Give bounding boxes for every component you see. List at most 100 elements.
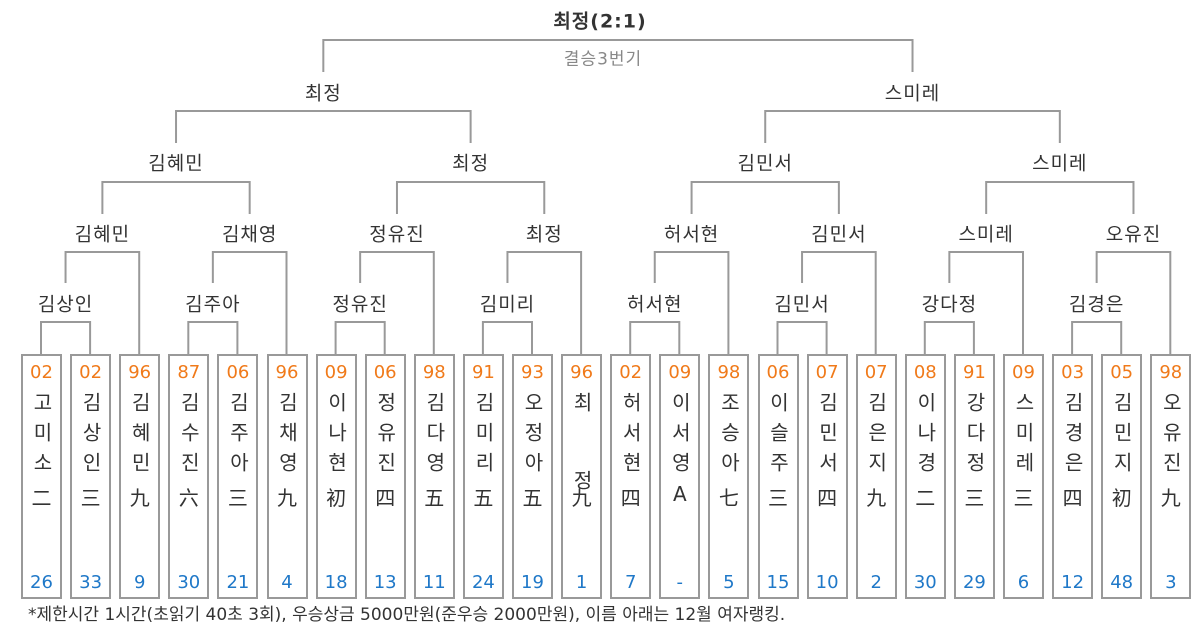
ranking: 11 bbox=[422, 572, 446, 593]
birth-year: 07 bbox=[864, 362, 888, 383]
player-box: 02 허서현 四 7 bbox=[610, 354, 652, 599]
player-name: 허서현 bbox=[618, 392, 643, 482]
final-subtitle: 결승3번기 bbox=[563, 49, 643, 70]
ranking: 33 bbox=[79, 572, 103, 593]
round1-winner: 김경은 bbox=[1068, 293, 1125, 316]
ranking: 24 bbox=[471, 572, 495, 593]
semifinal-winner: 스미레 bbox=[884, 82, 941, 105]
player-name: 김혜민 bbox=[127, 392, 152, 482]
dan-grade: 二 bbox=[915, 486, 936, 510]
ranking: 26 bbox=[30, 572, 53, 593]
ranking: 7 bbox=[624, 572, 637, 593]
birth-year: 87 bbox=[177, 362, 201, 383]
ranking: - bbox=[676, 572, 684, 593]
birth-year: 07 bbox=[815, 362, 839, 383]
player-name: 김다영 bbox=[422, 392, 447, 482]
dan-grade: 七 bbox=[718, 486, 739, 510]
dan-grade: 九 bbox=[1160, 486, 1181, 510]
round2-winner: 김혜민 bbox=[74, 223, 131, 246]
ranking: 18 bbox=[324, 572, 348, 593]
birth-year: 91 bbox=[471, 362, 495, 383]
dan-grade: A bbox=[672, 482, 687, 506]
round1-winner: 김상인 bbox=[37, 293, 94, 316]
ranking: 21 bbox=[226, 572, 250, 593]
ranking: 29 bbox=[962, 572, 986, 593]
ranking: 10 bbox=[815, 572, 839, 593]
quarterfinal-winner: 스미레 bbox=[1032, 152, 1088, 175]
dan-grade: 三 bbox=[227, 486, 248, 510]
round2-winner: 정유진 bbox=[369, 223, 425, 246]
ranking: 30 bbox=[177, 572, 201, 593]
dan-grade: 五 bbox=[473, 486, 494, 510]
player-box: 98 조승아 七 5 bbox=[708, 354, 750, 599]
player-name: 최 정 bbox=[569, 392, 594, 500]
birth-year: 96 bbox=[128, 362, 152, 383]
birth-year: 91 bbox=[962, 362, 986, 383]
player-name: 조승아 bbox=[716, 392, 741, 482]
ranking: 15 bbox=[766, 572, 790, 593]
ranking: 30 bbox=[913, 572, 937, 593]
player-name: 이나현 bbox=[324, 392, 349, 482]
birth-year: 98 bbox=[717, 362, 741, 383]
ranking: 6 bbox=[1017, 572, 1030, 593]
dan-grade: 初 bbox=[1111, 486, 1132, 510]
player-box: 02 고미소 二 26 bbox=[21, 354, 62, 599]
player-box: 91 강다정 三 29 bbox=[953, 354, 995, 599]
dan-grade: 九 bbox=[277, 486, 297, 510]
birth-year: 02 bbox=[79, 362, 103, 383]
footnote: *제한시간 1시간(초읽기 40초 3회), 우승상금 5000만원(준우승 2… bbox=[28, 605, 786, 625]
round2-winner: 최정 bbox=[525, 223, 563, 246]
ranking: 48 bbox=[1110, 572, 1134, 593]
ranking: 3 bbox=[1165, 572, 1177, 593]
player-name: 이슬주 bbox=[766, 392, 790, 482]
dan-grade: 三 bbox=[964, 486, 985, 510]
dan-grade: 三 bbox=[768, 486, 788, 510]
player-name: 이나경 bbox=[913, 392, 938, 482]
birth-year: 96 bbox=[570, 362, 594, 383]
semifinal-winner: 최정 bbox=[304, 82, 342, 105]
player-name: 고미소 bbox=[29, 392, 54, 482]
dan-grade: 四 bbox=[620, 486, 641, 510]
birth-year: 06 bbox=[226, 362, 250, 383]
player-box: 07 김민서 四 10 bbox=[806, 354, 848, 599]
round2-winner: 스미레 bbox=[958, 223, 1014, 246]
dan-grade: 四 bbox=[375, 486, 396, 510]
birth-year: 02 bbox=[30, 362, 53, 383]
quarterfinal-winner: 김혜민 bbox=[148, 152, 204, 175]
birth-year: 02 bbox=[619, 362, 643, 383]
dan-grade: 四 bbox=[1062, 486, 1083, 510]
dan-grade: 九 bbox=[866, 486, 887, 510]
birth-year: 06 bbox=[373, 362, 397, 383]
player-name: 강다정 bbox=[962, 392, 987, 482]
player-name: 김민서 bbox=[815, 392, 840, 482]
dan-grade: 初 bbox=[326, 486, 347, 510]
birth-year: 96 bbox=[275, 362, 299, 383]
player-name: 오유진 bbox=[1158, 392, 1183, 482]
round1-winner: 김미리 bbox=[479, 293, 536, 316]
round2-winner: 김채영 bbox=[221, 223, 278, 246]
dan-grade: 三 bbox=[80, 486, 101, 510]
birth-year: 09 bbox=[1012, 362, 1035, 383]
player-name: 김경은 bbox=[1060, 392, 1085, 482]
quarterfinal-winner: 최정 bbox=[452, 152, 490, 175]
birth-year: 03 bbox=[1061, 362, 1085, 383]
dan-grade: 四 bbox=[817, 486, 838, 510]
dan-grade: 五 bbox=[522, 486, 543, 510]
dan-grade: 二 bbox=[31, 486, 52, 510]
player-name: 스미레 bbox=[1011, 392, 1036, 482]
ranking: 5 bbox=[723, 572, 735, 593]
ranking: 12 bbox=[1061, 572, 1085, 593]
player-name: 이서영 bbox=[667, 392, 692, 482]
